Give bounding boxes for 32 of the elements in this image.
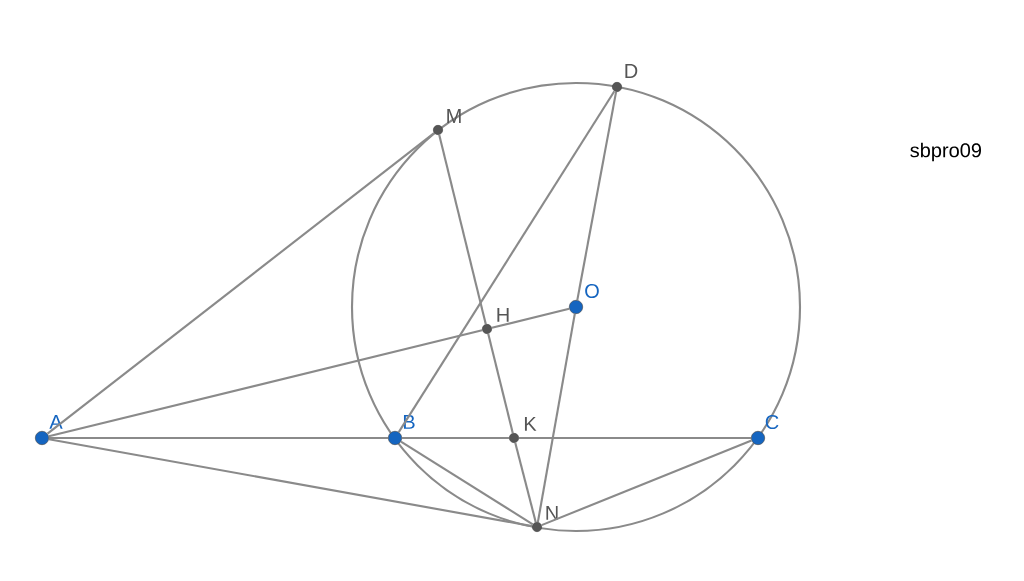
point (532, 522, 542, 532)
segment (48, 438, 533, 528)
point-label: A (49, 415, 63, 429)
segment (536, 313, 576, 523)
point-label: H (497, 308, 509, 322)
segment (576, 91, 618, 301)
segment (487, 333, 514, 434)
segment (541, 439, 752, 527)
segment (402, 436, 509, 440)
segment (514, 442, 537, 523)
point (569, 300, 583, 314)
segment (519, 436, 751, 440)
segment (49, 436, 388, 440)
point (751, 431, 765, 445)
segment (48, 329, 483, 438)
point (509, 433, 519, 443)
point (35, 431, 49, 445)
segment (491, 307, 570, 329)
point (433, 125, 443, 135)
note: sbpro09 (910, 142, 981, 162)
point-label: K (524, 417, 537, 431)
segment (400, 440, 534, 526)
point-label: D (625, 64, 638, 78)
point-label: N (546, 506, 558, 520)
point-label: O (585, 283, 599, 299)
segment (397, 90, 616, 433)
point-label: C (765, 414, 779, 430)
point (612, 82, 622, 92)
segment (438, 134, 487, 325)
segment (46, 132, 435, 435)
point (388, 431, 402, 445)
point (482, 324, 492, 334)
